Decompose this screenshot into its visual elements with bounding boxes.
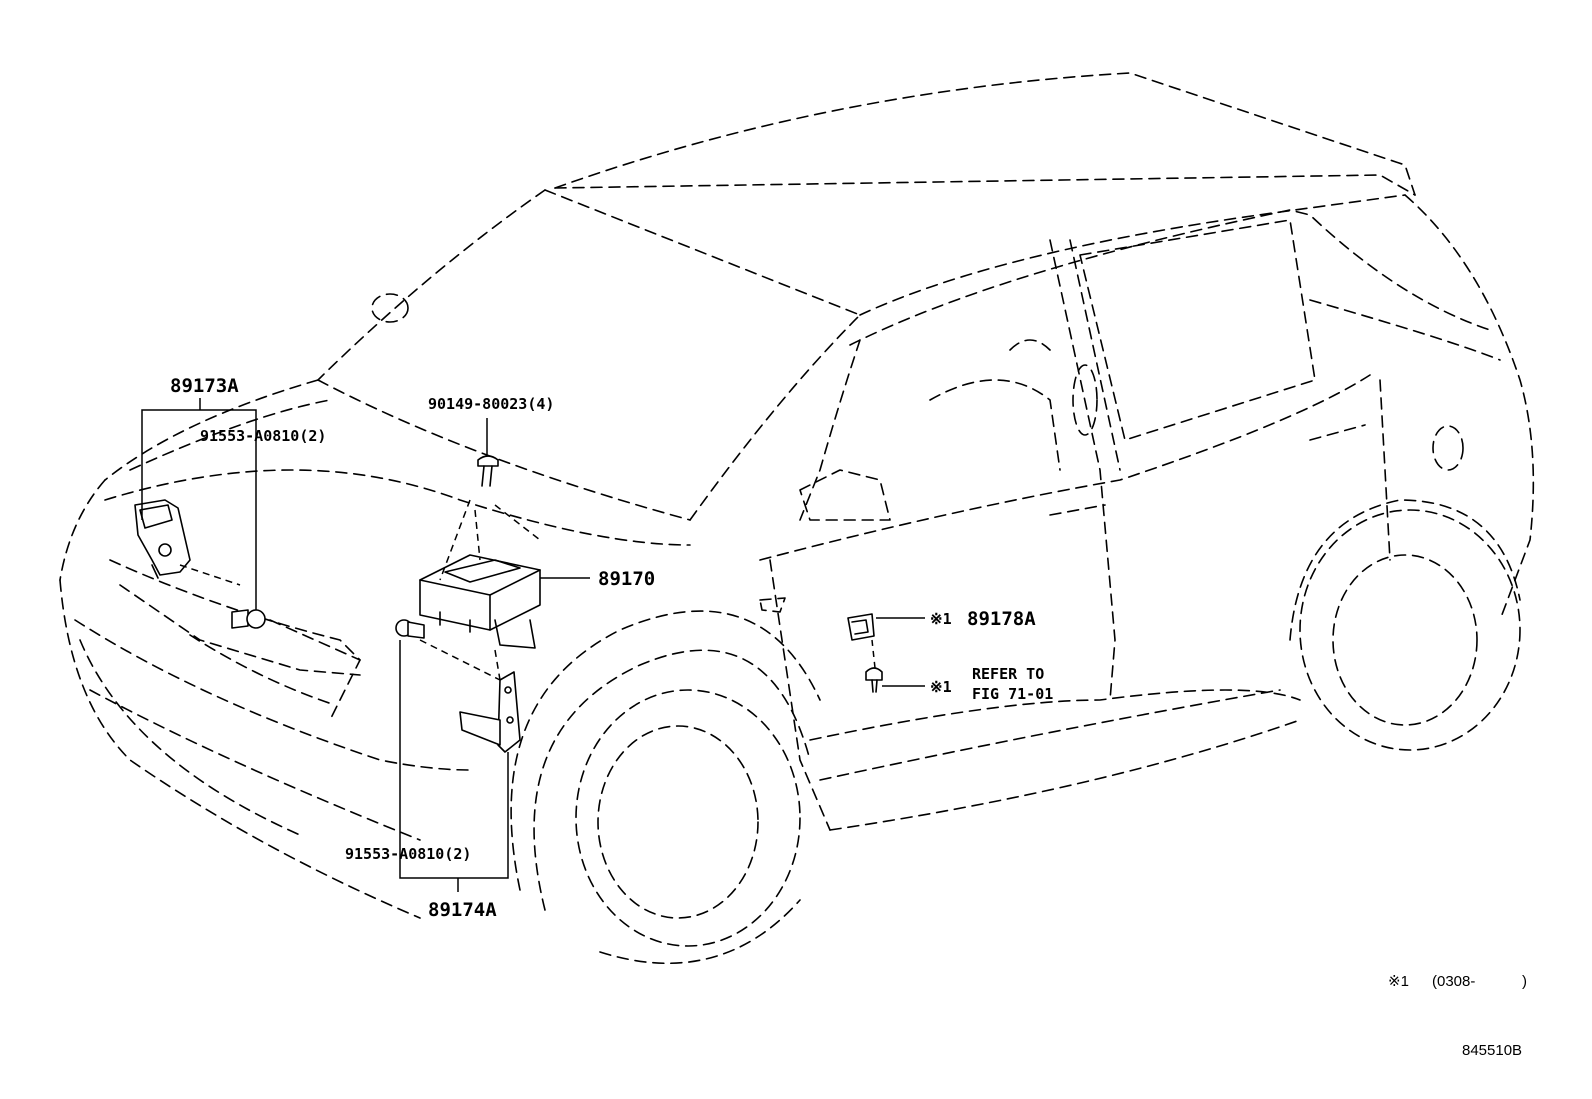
label-89170: 89170	[598, 568, 655, 590]
footnote: ※1 (0308- ) 845510B	[1388, 973, 1527, 1059]
bolt-91553-top	[231, 609, 266, 629]
label-89178a: 89178A	[967, 608, 1036, 630]
figure-code: 845510B	[1462, 1042, 1522, 1059]
airbag-ecu-89170	[419, 554, 541, 649]
front-sensor-89173a	[134, 499, 241, 586]
footnote-range-close: )	[1522, 973, 1527, 990]
screw-90149	[439, 455, 541, 581]
refer-line-1: REFER TO	[972, 665, 1044, 683]
bracket-89174a	[419, 639, 521, 753]
labels: 89173A 91553-A0810(2) 90149-80023(4) 891…	[170, 375, 1053, 921]
leader-lines	[141, 398, 925, 892]
label-91553-bottom: 91553-A0810(2)	[345, 845, 471, 863]
bolt-91553-bottom	[395, 619, 425, 639]
label-89174a: 89174A	[428, 899, 497, 921]
vehicle-outline	[59, 72, 1535, 965]
mark-89178a: ※1	[930, 610, 952, 628]
refer-line-2: FIG 71-01	[972, 685, 1053, 703]
label-89173a: 89173A	[170, 375, 239, 397]
side-sensor-89178a	[847, 613, 883, 693]
label-91553-top: 91553-A0810(2)	[200, 427, 326, 445]
mark-refer: ※1	[930, 678, 952, 696]
footnote-mark: ※1	[1388, 973, 1409, 990]
footnote-range-open: (0308-	[1432, 973, 1475, 990]
label-90149: 90149-80023(4)	[428, 395, 554, 413]
